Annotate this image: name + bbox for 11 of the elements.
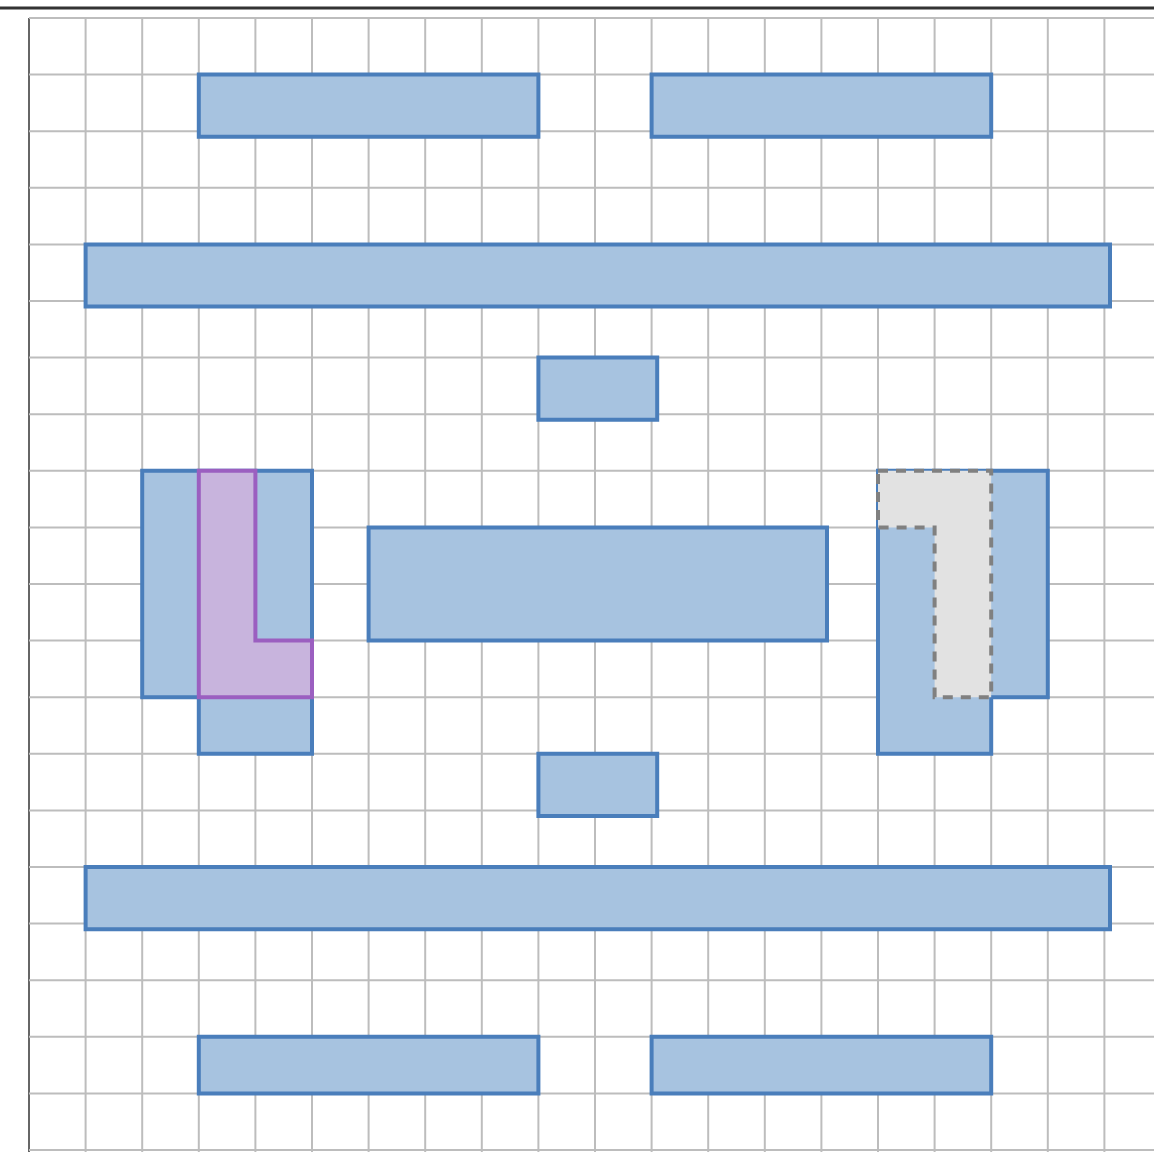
block-shape: [83, 242, 1112, 309]
l-shape: [196, 468, 314, 700]
block-shape: [196, 72, 541, 139]
block-shape: [196, 1034, 541, 1096]
block-shape: [649, 72, 994, 139]
dashed-l-shape: [876, 468, 994, 700]
block-shape: [83, 865, 1112, 932]
block-shape: [649, 1034, 994, 1096]
block-shape: [366, 525, 829, 643]
block-shape: [536, 751, 660, 818]
block-shape: [536, 355, 660, 422]
